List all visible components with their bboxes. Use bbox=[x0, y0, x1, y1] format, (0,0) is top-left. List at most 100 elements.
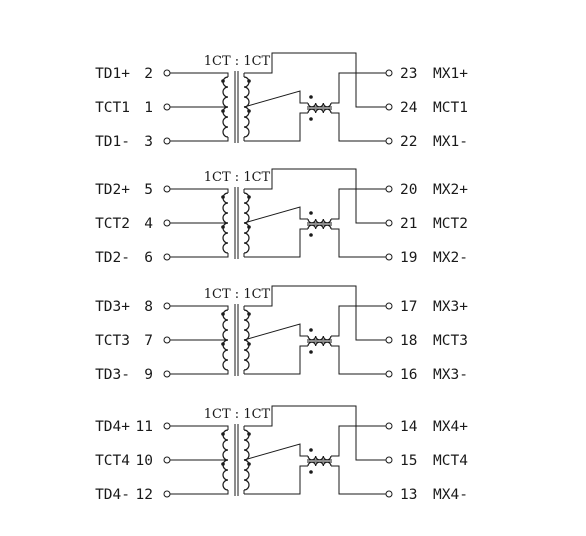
center-tap-wire bbox=[244, 285, 386, 341]
center-tap-wire bbox=[244, 405, 386, 461]
turns-ratio-label: 1CT : 1CT bbox=[204, 287, 271, 302]
pin-name-label: MX2- bbox=[433, 250, 468, 266]
pin-terminal bbox=[385, 422, 393, 430]
pin-name-label: MX4+ bbox=[433, 419, 468, 435]
mx-plus-wire bbox=[331, 72, 386, 104]
pin-number-label: 4 bbox=[144, 216, 153, 232]
pin-number-label: 18 bbox=[400, 333, 417, 349]
pin-number-label: 5 bbox=[144, 182, 153, 198]
choke-winding-upper bbox=[307, 218, 332, 224]
polarity-dot bbox=[309, 328, 313, 332]
pin-terminal bbox=[385, 69, 393, 77]
pin-number-label: 16 bbox=[400, 367, 417, 383]
polarity-dot bbox=[309, 233, 313, 237]
pin-name-label: TD4+ bbox=[95, 419, 130, 435]
center-tap-wire bbox=[244, 168, 386, 224]
mx-plus-wire bbox=[331, 305, 386, 337]
pin-name-label: MX1+ bbox=[433, 66, 468, 82]
pin-number-label: 14 bbox=[400, 419, 418, 435]
pin-number-label: 19 bbox=[400, 250, 417, 266]
secondary-winding-upper bbox=[243, 76, 250, 108]
pin-number-label: 23 bbox=[400, 66, 417, 82]
pin-terminal bbox=[385, 103, 393, 111]
secondary-winding-lower bbox=[243, 106, 250, 138]
pin-name-label: MCT3 bbox=[433, 333, 468, 349]
choke-input-wire bbox=[243, 90, 308, 108]
pin-number-label: 12 bbox=[136, 487, 153, 503]
choke-input-wire bbox=[243, 443, 308, 461]
polarity-dot bbox=[221, 342, 225, 346]
polarity-dot bbox=[221, 312, 225, 316]
primary-wire-bottom bbox=[170, 253, 229, 258]
secondary-winding-upper bbox=[243, 309, 250, 341]
pin-number-label: 10 bbox=[136, 453, 153, 469]
pin-name-label: MX3+ bbox=[433, 299, 468, 315]
pin-terminal bbox=[385, 336, 393, 344]
turns-ratio-label: 1CT : 1CT bbox=[204, 54, 271, 69]
choke-input-wire bbox=[243, 206, 308, 224]
polarity-dot bbox=[221, 432, 225, 436]
choke-input-wire bbox=[244, 228, 308, 258]
pin-number-label: 15 bbox=[400, 453, 417, 469]
choke-winding-lower bbox=[307, 224, 332, 230]
pin-name-label: MCT4 bbox=[433, 453, 468, 469]
pin-terminal bbox=[163, 490, 171, 498]
pin-terminal bbox=[385, 490, 393, 498]
pin-name-label: MX3- bbox=[433, 367, 468, 383]
primary-wire-top bbox=[170, 188, 229, 193]
polarity-dot bbox=[309, 470, 313, 474]
polarity-dot bbox=[309, 95, 313, 99]
secondary-winding-lower bbox=[243, 222, 250, 254]
pin-terminal bbox=[163, 336, 171, 344]
pin-terminal bbox=[163, 302, 171, 310]
choke-winding-lower bbox=[307, 108, 332, 114]
pin-terminal bbox=[163, 422, 171, 430]
pin-number-label: 17 bbox=[400, 299, 417, 315]
polarity-dot bbox=[221, 462, 225, 466]
pin-terminal bbox=[163, 137, 171, 145]
pin-name-label: TCT2 bbox=[95, 216, 130, 232]
pin-terminal bbox=[385, 219, 393, 227]
pin-terminal bbox=[385, 185, 393, 193]
center-tap-wire bbox=[244, 52, 386, 108]
pin-number-label: 6 bbox=[144, 250, 153, 266]
pin-number-label: 3 bbox=[144, 134, 153, 150]
pin-name-label: MCT2 bbox=[433, 216, 468, 232]
secondary-winding-upper bbox=[243, 192, 250, 224]
pin-number-label: 13 bbox=[400, 487, 417, 503]
pin-name-label: MX4- bbox=[433, 487, 468, 503]
pin-name-label: TCT4 bbox=[95, 453, 130, 469]
secondary-winding-lower bbox=[243, 339, 250, 371]
primary-wire-top bbox=[170, 425, 229, 430]
polarity-dot bbox=[221, 195, 225, 199]
pin-number-label: 24 bbox=[400, 100, 418, 116]
pin-terminal bbox=[163, 185, 171, 193]
pin-name-label: TCT1 bbox=[95, 100, 130, 116]
pin-number-label: 7 bbox=[144, 333, 153, 349]
mx-plus-wire bbox=[331, 188, 386, 220]
pin-name-label: MCT1 bbox=[433, 100, 468, 116]
pin-number-label: 1 bbox=[144, 100, 153, 116]
pin-name-label: TD4- bbox=[95, 487, 130, 503]
mx-minus-wire bbox=[331, 112, 386, 142]
secondary-winding-upper bbox=[243, 429, 250, 461]
choke-winding-upper bbox=[307, 455, 332, 461]
pin-terminal bbox=[385, 302, 393, 310]
choke-winding-lower bbox=[307, 341, 332, 347]
choke-input-wire bbox=[244, 112, 308, 142]
pin-name-label: TD1- bbox=[95, 134, 130, 150]
pin-number-label: 8 bbox=[144, 299, 153, 315]
choke-winding-upper bbox=[307, 335, 332, 341]
mx-minus-wire bbox=[331, 465, 386, 495]
polarity-dot bbox=[309, 350, 313, 354]
polarity-dot bbox=[309, 448, 313, 452]
pin-number-label: 9 bbox=[144, 367, 153, 383]
primary-wire-bottom bbox=[170, 370, 229, 375]
polarity-dot bbox=[309, 117, 313, 121]
pin-name-label: TD2- bbox=[95, 250, 130, 266]
pin-name-label: MX1- bbox=[433, 134, 468, 150]
